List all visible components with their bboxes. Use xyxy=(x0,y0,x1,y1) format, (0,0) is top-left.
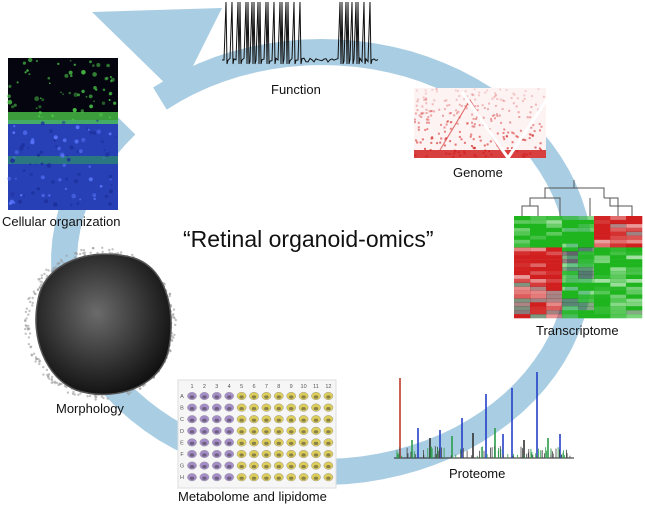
spike-trace-icon xyxy=(221,1,379,65)
plate-column-label: 1 xyxy=(190,384,193,390)
plate-row-label: D xyxy=(180,429,184,435)
label-proteome: Proteome xyxy=(449,466,506,481)
plate-row-label: B xyxy=(180,406,184,412)
label-function: Function xyxy=(271,82,321,97)
plate-column-label: 12 xyxy=(325,384,331,390)
plate-row-label: F xyxy=(180,452,184,458)
plate-column-label: 10 xyxy=(301,384,307,390)
plate-row-label: H xyxy=(180,475,184,481)
plate-column-label: 6 xyxy=(252,384,255,390)
plate-row-label: A xyxy=(180,394,184,400)
organoid-micrograph-icon xyxy=(24,246,177,401)
diagram-title: “Retinal organoid-omics” xyxy=(183,226,434,252)
plate-column-label: 2 xyxy=(203,384,206,390)
plate-column-label: 3 xyxy=(215,384,218,390)
plate-column-label: 7 xyxy=(265,384,268,390)
plate-row-label: E xyxy=(180,440,184,446)
label-transcriptome: Transcriptome xyxy=(536,323,619,338)
plate-column-label: 4 xyxy=(228,384,231,390)
heatmap-dendrogram-icon xyxy=(514,180,643,319)
plate-column-label: 11 xyxy=(313,384,319,390)
plate-column-label: 5 xyxy=(240,384,243,390)
plate-column-label: 9 xyxy=(290,384,293,390)
hic-contact-map-icon xyxy=(414,88,550,159)
fluorescence-section-icon xyxy=(7,57,118,210)
label-genome: Genome xyxy=(453,165,503,180)
mass-spectrum-icon xyxy=(394,372,574,459)
label-morphology: Morphology xyxy=(56,401,124,416)
label-metabolome-lipidome: Metabolome and lipidome xyxy=(178,489,327,504)
plate-column-label: 8 xyxy=(277,384,280,390)
plate-row-label: C xyxy=(180,417,184,423)
label-cellular-organization: Cellular organization xyxy=(2,214,121,229)
plate-row-label: G xyxy=(180,464,184,470)
